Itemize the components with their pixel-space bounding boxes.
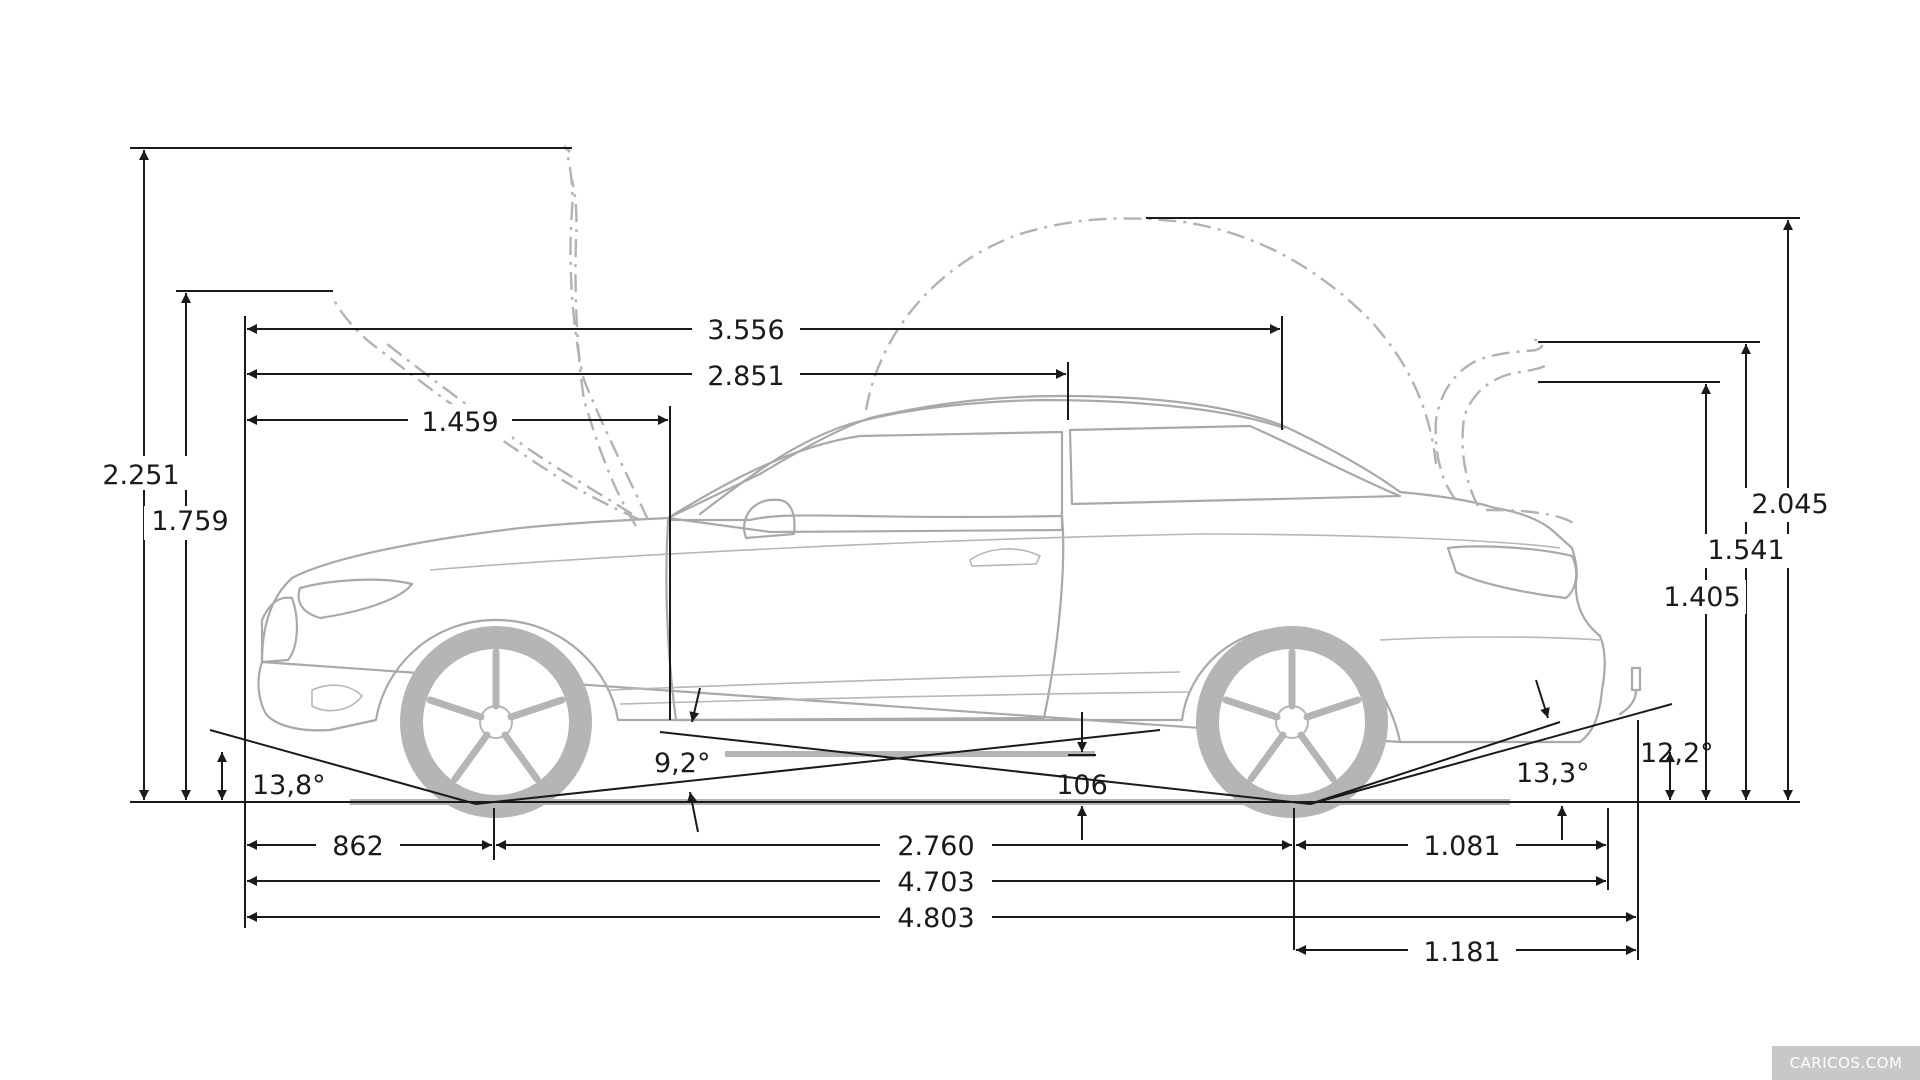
watermark-text: CARICOS.COM [1790, 1054, 1903, 1072]
length-with-hitch-label: 4.803 [897, 903, 974, 934]
departure-angle-label: 13,3° [1516, 758, 1590, 789]
departure-arrow [1535, 679, 1550, 719]
rear-overhang-hitch-label: 1.181 [1423, 937, 1500, 968]
approach-angle-line [209, 729, 477, 805]
departure-hitch-angle-label: 12,2° [1640, 738, 1714, 769]
watermark: CARICOS.COM [1772, 1046, 1920, 1080]
open-trunk-lid-2 [1461, 362, 1549, 507]
angle-lines [209, 703, 1673, 805]
trunk-lid-height-label: 1.541 [1707, 535, 1784, 566]
front-wheel [400, 626, 592, 818]
dimension-labels: 2.251 1.759 2.045 1.541 1.405 3.556 2.85… [102, 315, 1828, 968]
hood-open-height-label: 2.251 [102, 460, 179, 491]
front-to-a-pillar-label: 1.459 [421, 407, 498, 438]
front-overhang-label: 862 [332, 831, 384, 862]
hood-edge-height-label: 1.759 [151, 506, 228, 537]
vehicle-silhouette [257, 144, 1642, 818]
open-trunk-lid-3 [1485, 508, 1579, 527]
label-backgrounds [96, 312, 1834, 967]
breakover-angle-label: 9,2° [654, 748, 710, 779]
door-handle [969, 548, 1042, 567]
rear-overhang-label: 1.081 [1423, 831, 1500, 862]
vehicle-height-label: 1.405 [1663, 582, 1740, 613]
fog-light [311, 684, 364, 712]
lower-line [609, 671, 1181, 691]
windows [666, 430, 1064, 534]
breakover-arrow-top [689, 687, 701, 723]
breakover-arrow-bottom [687, 791, 699, 833]
roofline [698, 398, 1286, 516]
breakover-line-front [475, 729, 1161, 805]
front-grille [260, 596, 299, 664]
breakover-line-rear [659, 731, 1311, 805]
open-door [665, 514, 1065, 722]
length-label: 4.703 [897, 867, 974, 898]
rear-wheel [1196, 626, 1388, 818]
soft-top-arc [864, 217, 1438, 465]
tow-hitch [1618, 666, 1642, 716]
departure-angle-line [1309, 721, 1561, 805]
sill-line [619, 691, 1191, 705]
ground-clearance-label: 106 [1056, 770, 1108, 801]
departure-hitch-line [1309, 703, 1673, 805]
shoulder-line [429, 533, 1561, 571]
open-trunk-lid [1434, 338, 1544, 501]
open-hood-outline [564, 144, 650, 521]
front-to-rear-window-label: 3.556 [707, 315, 784, 346]
wheelbase-label: 2.760 [897, 831, 974, 862]
headlight [297, 578, 414, 620]
approach-angle-label: 13,8° [252, 770, 326, 801]
taillight [1446, 545, 1578, 600]
side-mirror [742, 498, 796, 540]
open-hood-outline-inner [570, 179, 638, 527]
front-to-b-pillar-label: 2.851 [707, 361, 784, 392]
rear-window [1068, 424, 1402, 506]
reference-lines [130, 147, 1800, 960]
trunk-open-height-label: 2.045 [1751, 489, 1828, 520]
rear-bumper [1379, 636, 1601, 641]
